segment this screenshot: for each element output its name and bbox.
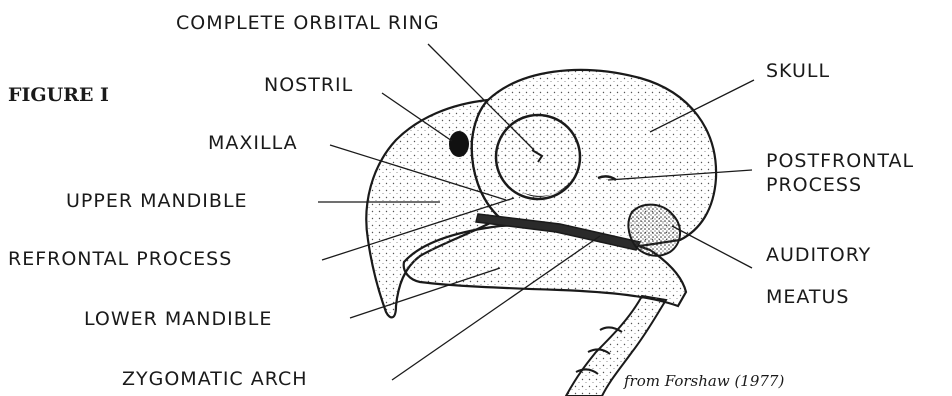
label-complete-orbital-ring: COMPLETE ORBITAL RING (176, 12, 440, 34)
nostril-opening (449, 131, 469, 157)
figure-title: FIGURE I (8, 84, 109, 106)
figure-credit: from Forshaw (1977) (624, 372, 784, 390)
label-nostril: NOSTRIL (264, 74, 353, 96)
label-maxilla: MAXILLA (208, 132, 298, 154)
label-postfrontal: POSTFRONTAL (766, 150, 914, 172)
label-postfrontal-process: PROCESS (766, 174, 862, 196)
label-lower-mandible: LOWER MANDIBLE (84, 308, 272, 330)
label-zygomatic-arch: ZYGOMATIC ARCH (122, 368, 308, 390)
orbital-ring (496, 115, 580, 199)
label-auditory-meatus: MEATUS (766, 286, 850, 308)
label-skull: SKULL (766, 60, 830, 82)
label-refrontal-process: REFRONTAL PROCESS (8, 248, 232, 270)
label-auditory: AUDITORY (766, 244, 871, 266)
label-upper-mandible: UPPER MANDIBLE (66, 190, 248, 212)
